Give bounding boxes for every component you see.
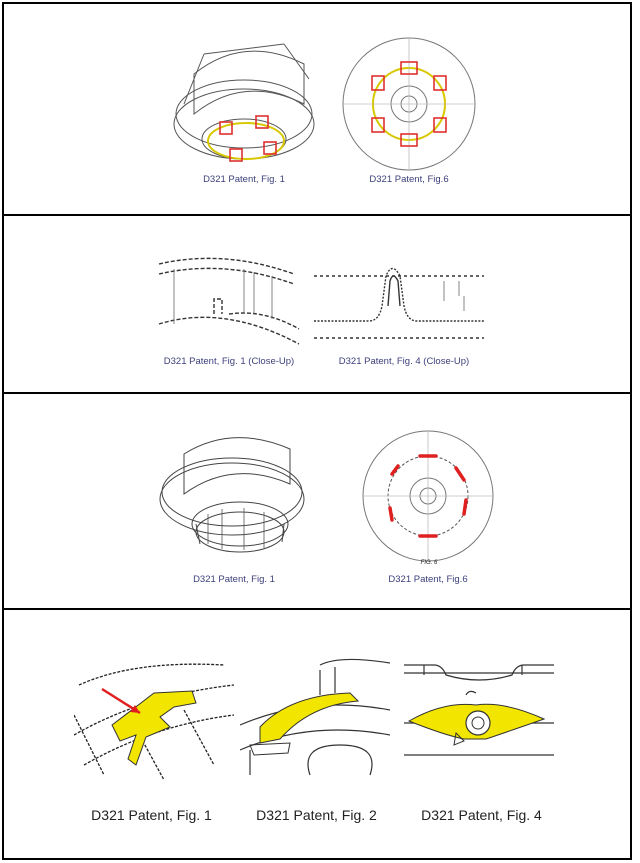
caption-p4-fig2: D321 Patent, Fig. 2 [256,807,377,823]
fig1-highlight-drawing [74,655,234,785]
fig4-highlight-drawing [404,655,554,785]
fig2-highlight-drawing [240,655,390,785]
fig6-plan-drawing-boxed [339,34,479,174]
caption-p1-fig1: D321 Patent, Fig. 1 [203,174,285,185]
panel-closeups: D321 Patent, Fig. 1 (Close-Up) D321 Pate… [2,214,632,394]
panel-marked-features: D321 Patent, Fig. 1 FIG. 6 D3 [2,392,632,610]
panel-highlighted-features: D321 Patent, Fig. 1 D321 Patent, Fig. 2 [2,608,632,860]
caption-p3-fig1: D321 Patent, Fig. 1 [193,574,275,585]
caption-p4-fig4: D321 Patent, Fig. 4 [421,807,542,823]
caption-p3-fig6: D321 Patent, Fig.6 [388,574,468,585]
panel-boxed-features: D321 Patent, Fig. 1 D321 Patent, [2,2,632,216]
fig4-closeup-drawing [314,256,484,346]
fig6-plan-drawing-marked [360,428,496,564]
fig1-perspective-drawing-plain [152,424,312,564]
caption-p1-fig6: D321 Patent, Fig.6 [369,174,449,185]
fig1-closeup-drawing [154,244,304,354]
caption-p4-fig1: D321 Patent, Fig. 1 [91,807,212,823]
fig6-label: FIG. 6 [420,560,438,566]
caption-p2-fig1-closeup: D321 Patent, Fig. 1 (Close-Up) [163,356,295,367]
fig1-perspective-drawing [164,34,324,174]
caption-p2-fig4-closeup: D321 Patent, Fig. 4 (Close-Up) [338,356,470,367]
